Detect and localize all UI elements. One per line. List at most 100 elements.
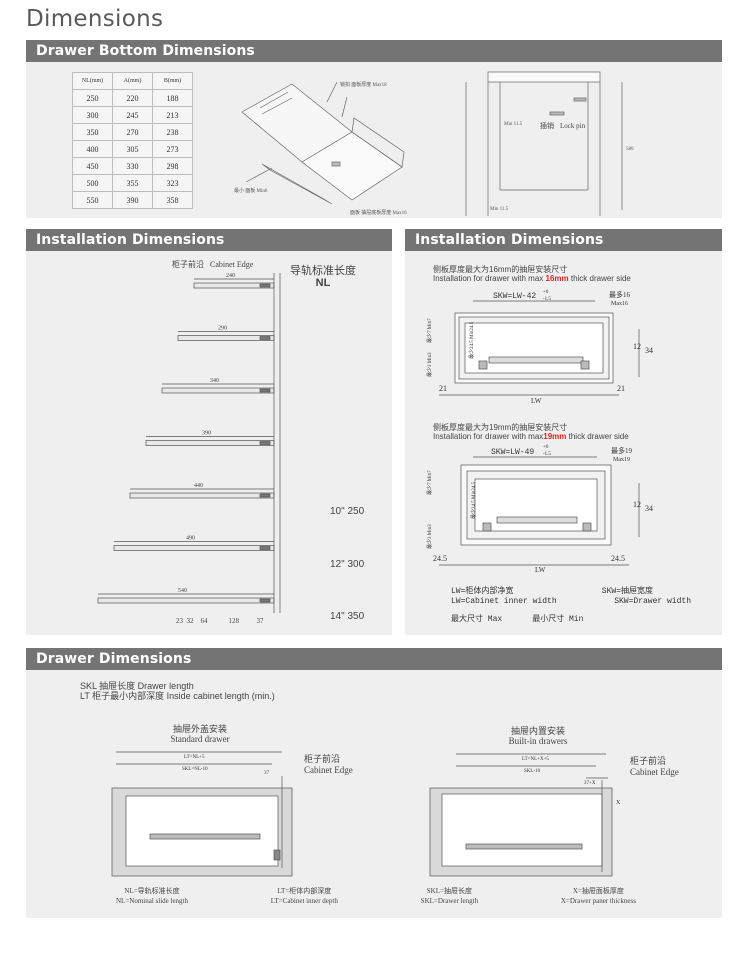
rail-length-label: 540 (178, 588, 187, 594)
caption-skl-en: SKL=Drawer length (420, 897, 479, 905)
install19-max: 最多19 (611, 446, 632, 455)
table-cell: 500 (72, 174, 113, 192)
caption-lt-en: LT=Cabinet inner depth (270, 897, 338, 905)
std-title-cn: 抽屉外盖安装 (172, 724, 227, 734)
legend-lw-cn: LW=柜体内部净宽 (451, 587, 514, 596)
install16-skw: SKW=LW-42 (493, 292, 536, 301)
legend-max: 最大尺寸 Max (451, 615, 503, 624)
install19-en: Installation for drawer with max19mm thi… (433, 432, 629, 441)
install19-cn: 侧板厚度最大为19mm的抽屉安装尺寸 (433, 423, 568, 432)
builtin-skl: SKL-10 (524, 769, 541, 774)
nl-title: 导轨标准长度 NL (288, 265, 358, 289)
install19-diagram: SKW=LW-49 +0 -1.5 最多19 Max19 12 34 24.5 … (426, 445, 653, 573)
caption-x-en: X=Drawer paner thickness (560, 897, 636, 905)
table-cell: 450 (72, 157, 113, 175)
install19-en-pre: Installation for drawer with max (433, 432, 544, 441)
dim-32: 32 (186, 617, 194, 625)
table-cell: 305 (112, 140, 153, 158)
rail-body (145, 440, 275, 446)
std-drawer-diagram: LT=NL+5 SKL=NL-10 37 (111, 751, 293, 877)
iso-label-top: 锁扣 面板厚度 Max18 (340, 81, 387, 88)
builtin-cabinet-edge-cn: 柜子前沿 (630, 756, 667, 766)
table-cell: 358 (152, 191, 193, 209)
install16-12: 12 (633, 342, 641, 351)
install16-en-red: 16mm (545, 274, 569, 283)
legend-row-en: LW=Cabinet inner width SKW=Drawer width (451, 597, 711, 607)
install19-lw: LW (535, 566, 546, 573)
builtin-lt: LT=NL+X+5 (522, 757, 549, 762)
install19-tol-top: +0 (543, 445, 549, 450)
builtin-drawer-diagram: LT=NL+X+5 SKL-10 37+X X (429, 753, 621, 877)
legend-row-max-min: 最大尺寸 Max 最小尺寸 Min (451, 615, 711, 625)
dim-64: 64 (200, 617, 208, 625)
rail-clip (259, 598, 271, 603)
table-header-row: NL(mm) A(mm) B(mm) (72, 72, 193, 90)
install16-max-en: Max16 (611, 301, 628, 307)
caption-nl-en: NL=Nominal slide length (116, 897, 188, 905)
iso-label-left: 最小 面板 Min6 (234, 187, 268, 194)
std-lt: LT=NL+5 (184, 755, 205, 760)
builtin-title: 抽屉内置安装 Built-in drawers (478, 726, 598, 746)
rail-clip (259, 388, 271, 393)
rail-length-label: 290 (218, 326, 227, 332)
legend-skw-en: SKW=Drawer width (614, 597, 691, 606)
table-cell: 220 (112, 89, 153, 107)
rail-bottom-dims: 23 32 64 128 37 (176, 617, 264, 625)
builtin-title-cn: 抽屉内置安装 (510, 726, 565, 736)
rail-body (129, 492, 275, 499)
front-min-label: Min 11.5 (504, 122, 523, 127)
drawer-iso-drawing: 锁扣 面板厚度 Max18 最小 面板 Min6 面板 抽屉底板厚度 Max16 (234, 81, 407, 216)
lock-pin-cn: 插销 (540, 121, 554, 130)
table-cell: 188 (152, 89, 193, 107)
install19-caption: 侧板厚度最大为19mm的抽屉安装尺寸 Installation for draw… (433, 423, 629, 441)
legend-row-cn: LW=柜体内部净宽 SKW=抽屉宽度 (451, 587, 711, 597)
install16-lw: LW (531, 397, 542, 405)
iso-label-bottom: 面板 抽屉底板厚度 Max16 (350, 209, 407, 216)
builtin-x: X (616, 800, 621, 806)
rail-clip (259, 441, 271, 445)
dim-580: 580 (626, 147, 634, 152)
install19-245b: 24.5 (611, 554, 625, 563)
caption-x-cn: X=抽屉面板厚度 (572, 887, 624, 895)
install19-en-red: 19mm (543, 432, 567, 441)
table-cell: 250 (72, 89, 113, 107)
install16-en-pre: Installation for drawer with max (433, 274, 546, 283)
table-cell: 300 (72, 106, 113, 124)
cabinet-edge-cn: 柜子前沿 (172, 260, 204, 269)
installation-right-panel: Installation Dimensions 侧板厚度最大为16mm的抽屉安装… (405, 229, 722, 635)
legend-min: 最小尺寸 Min (532, 615, 584, 624)
dim-128: 128 (228, 617, 240, 625)
rail-body (177, 335, 275, 341)
rail-clip (259, 283, 271, 288)
table-header: NL(mm) (72, 72, 113, 90)
table-cell: 550 (72, 191, 113, 209)
install16-min7: 最少7 Min7 (426, 318, 433, 343)
std-cabinet-edge: 柜子前沿 Cabinet Edge (304, 754, 353, 776)
install16-34: 34 (645, 346, 653, 355)
builtin-title-en: Built-in drawers (508, 736, 568, 746)
std-37: 37 (264, 771, 270, 776)
table-header: A(mm) (112, 72, 153, 90)
std-cabinet-edge-en: Cabinet Edge (304, 765, 353, 775)
drawer-bottom-panel: Drawer Bottom Dimensions NL(mm) A(mm) B(… (26, 40, 722, 218)
min-11-label: Min 11.5 (490, 207, 509, 212)
install19-skw: SKW=LW-49 (491, 448, 534, 457)
caption-lt-cn: LT=柜体内部深度 (277, 887, 332, 895)
install19-min24: 最少24.5 Min24.5 (470, 481, 477, 519)
cabinet-edge-en: Cabinet Edge (210, 260, 254, 269)
section-title-installation-right: Installation Dimensions (405, 229, 722, 251)
nl-title-en: NL (315, 277, 331, 289)
install19-245a: 24.5 (433, 554, 447, 563)
table-cell: 400 (72, 140, 113, 158)
page-title: Dimensions (26, 6, 164, 32)
table-cell: 213 (152, 106, 193, 124)
rail-length-label: 240 (226, 273, 235, 279)
std-skl: SKL=NL-10 (182, 767, 208, 772)
